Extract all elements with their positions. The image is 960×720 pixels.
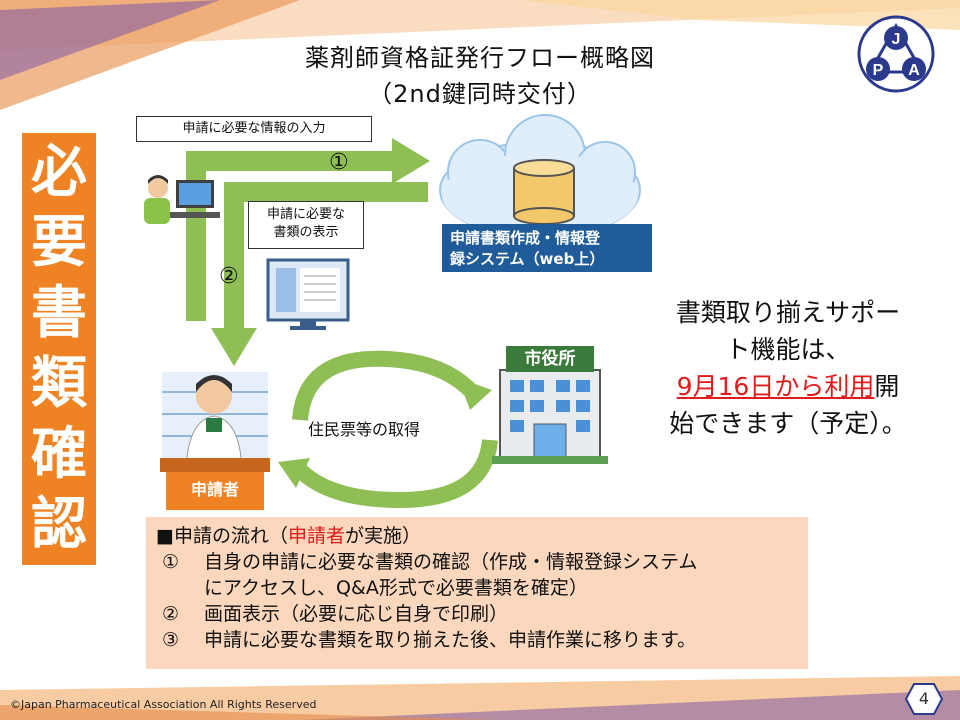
step2-number: ②	[219, 264, 239, 289]
support-note-line3-rest: 開	[874, 372, 900, 401]
support-note-line1: 書類取り揃えサポー	[675, 298, 901, 327]
logo-letter-a: A	[908, 62, 920, 79]
input-info-label: 申請に必要な情報の入力	[136, 116, 372, 142]
applicant-desk-front	[166, 472, 264, 510]
applicant-desk-top	[160, 458, 270, 472]
user-computer-icon	[144, 175, 220, 224]
cycle-arrows-icon	[292, 350, 498, 509]
city-hall-sign: 市役所	[524, 349, 576, 369]
procedure-item-number: ②	[162, 603, 180, 625]
logo-letter-p: P	[873, 62, 884, 79]
display-documents-line1: 申請に必要な	[266, 207, 345, 222]
applicant-illustration-icon	[162, 372, 268, 471]
side-label-char: 類	[31, 351, 87, 417]
cycle-label: 住民票等の取得	[308, 420, 421, 439]
procedure-item-text: にアクセスし、Q&A形式で必要書類を確定）	[204, 577, 588, 599]
procedure-item: にアクセスし、Q&A形式で必要書類を確定）	[156, 575, 798, 601]
page-title: 薬剤師資格証発行フロー概略図	[305, 44, 655, 72]
page-subtitle: （2nd鍵同時交付）	[368, 80, 592, 108]
copyright-text: ©Japan Pharmaceutical Association All Ri…	[10, 698, 317, 711]
step1-number: ①	[329, 150, 349, 175]
side-label-char: 要	[31, 210, 87, 276]
procedure-item: ② 画面表示（必要に応じ自身で印刷）	[156, 601, 798, 627]
page-number: 4	[918, 689, 930, 708]
support-note-line3: 9月16日から利用開	[628, 368, 948, 405]
system-label-line2: 録システム（web上）	[450, 250, 605, 268]
display-documents-line2: 書類の表示	[273, 225, 339, 240]
support-note-line4: 始できます（予定）。	[669, 409, 907, 438]
procedure-heading-applicant: 申請者	[287, 525, 345, 547]
system-label-line1: 申請書類作成・情報登	[450, 229, 601, 247]
jpa-logo: J P A	[857, 15, 935, 93]
page-number-hexagon-icon	[904, 683, 944, 715]
support-start-date: 9月16日から利用	[676, 372, 875, 401]
procedure-item-number: ③	[162, 629, 180, 651]
applicant-label: 申請者	[190, 480, 239, 499]
procedure-item: ③ 申請に必要な書類を取り揃えた後、申請作業に移ります。	[156, 627, 798, 653]
side-label-char: 認	[31, 491, 87, 557]
support-note: 書類取り揃えサポー ト機能は、 9月16日から利用開 始できます（予定）。	[628, 294, 948, 442]
procedure-heading-suffix: が実施）	[344, 525, 421, 547]
procedure-item-text: 自身の申請に必要な書類の確認（作成・情報登録システム	[204, 551, 698, 573]
side-label-char: 必	[31, 140, 87, 205]
procedure-heading-prefix: ■申請の流れ（	[156, 525, 288, 547]
system-label: 申請書類作成・情報登 録システム（web上）	[442, 224, 652, 272]
procedure-item-number: ①	[162, 551, 180, 573]
display-documents-label: 申請に必要な 書類の表示	[248, 201, 364, 249]
city-hall-icon	[492, 346, 608, 464]
logo-letter-j: J	[892, 31, 901, 48]
procedure-box: ■申請の流れ（申請者が実施） ① 自身の申請に必要な書類の確認（作成・情報登録シス…	[146, 517, 808, 669]
procedure-item-text: 申請に必要な書類を取り揃えた後、申請作業に移ります。	[204, 629, 697, 651]
support-note-line2: ト機能は、	[725, 335, 851, 364]
procedure-heading: ■申請の流れ（申請者が実施）	[156, 523, 798, 549]
procedure-item: ① 自身の申請に必要な書類の確認（作成・情報登録システム	[156, 549, 798, 575]
procedure-item-text: 画面表示（必要に応じ自身で印刷）	[204, 603, 509, 625]
database-icon	[513, 159, 575, 225]
arrow-step2	[211, 182, 428, 366]
side-label-char: 書	[31, 280, 87, 346]
procedure-item-number	[156, 575, 204, 601]
side-label-required-documents: 必 要 書 類 確 認	[22, 133, 96, 565]
monitor-icon	[266, 258, 350, 330]
side-label-char: 確	[31, 421, 87, 487]
